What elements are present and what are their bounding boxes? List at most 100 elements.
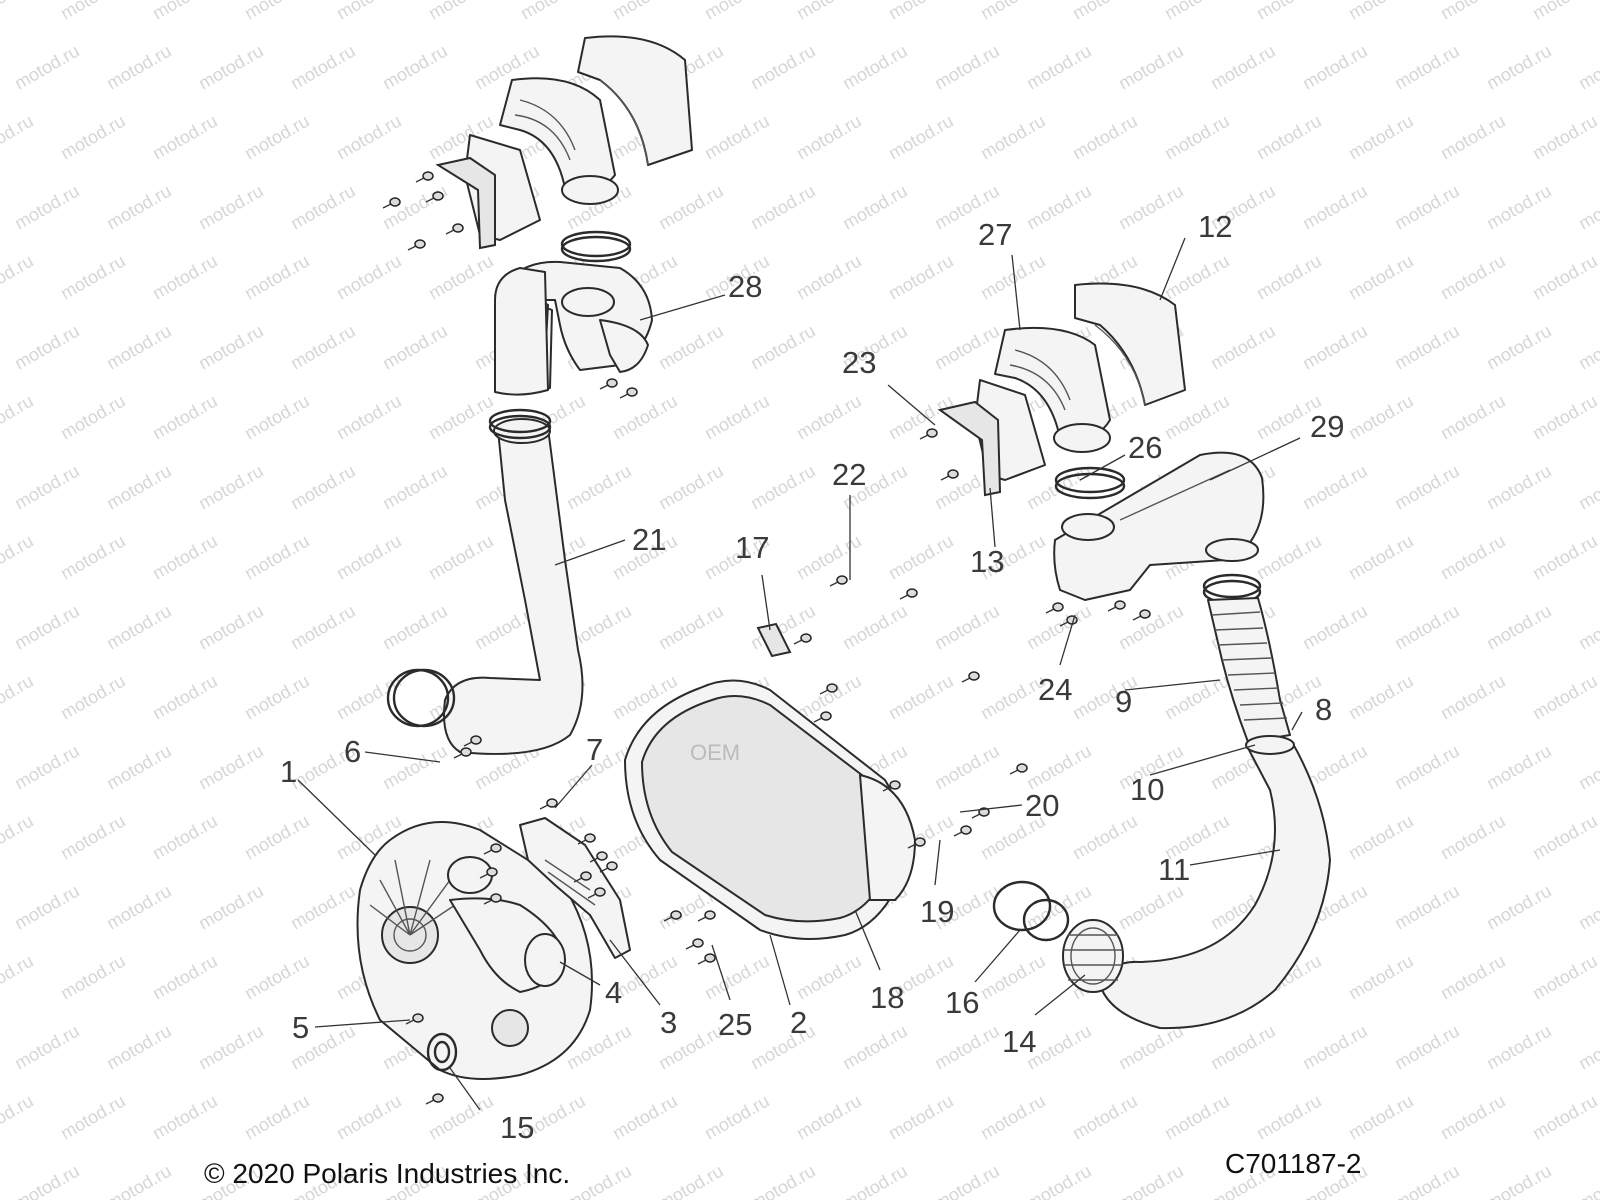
watermark-text: motod.ru [931,601,1003,654]
coupler-14-16 [992,880,1124,993]
watermark-text: motod.ru [793,251,865,304]
bolt-icon [546,798,558,808]
bolt-icon [584,833,596,843]
watermark-text: motod.ru [1529,391,1600,444]
upper-left-duct-assembly [435,35,693,263]
watermark-text: motod.ru [1483,881,1555,934]
watermark-text: motod.ru [195,41,267,94]
bolt-icon [580,871,592,881]
watermark-text: motod.ru [1345,0,1417,23]
bolt-icon [947,469,959,479]
leader-lines [297,237,1303,1111]
svg-text:OEM: OEM [690,740,740,765]
watermark-text: motod.ru [379,601,451,654]
watermark-text: motod.ru [931,1161,1003,1200]
callout-22: 22 [832,457,866,492]
watermark-text: motod.ru [149,111,221,164]
bolt-icon [670,910,682,920]
watermark-text: motod.ru [1345,391,1417,444]
bolt-icon [914,837,926,847]
watermark-text: motod.ru [1115,1161,1187,1200]
intake-tube-21 [386,408,584,755]
watermark-text: motod.ru [1483,1021,1555,1074]
callout-13: 13 [970,544,1004,579]
watermark-text: motod.ru [563,1161,635,1200]
bolt-icon [606,861,618,871]
watermark-text: motod.ru [1437,671,1509,724]
watermark-text: motod.ru [977,951,1049,1004]
watermark-text: motod.ru [655,1161,727,1200]
bolt-shank [697,916,707,922]
watermark-text: motod.ru [1345,951,1417,1004]
watermark-text: motod.ru [1345,671,1417,724]
watermark-text: motod.ru [241,391,313,444]
watermark-text: motod.ru [885,251,957,304]
watermark-text: motod.ru [1161,671,1233,724]
watermark-text: motod.ru [793,0,865,23]
watermark-text: motod.ru [103,1021,175,1074]
watermark-text: motod.ru [103,41,175,94]
watermark-text: motod.ru [1575,881,1600,934]
watermark-text: motod.ru [1345,531,1417,584]
bolt-shank [819,689,829,695]
bolt-shank [382,203,392,209]
watermark-text: motod.ru [977,0,1049,23]
watermark-text: motod.ru [379,741,451,794]
watermark-text: motod.ru [103,601,175,654]
bolt-shank [587,893,597,899]
watermark-text: motod.ru [747,181,819,234]
watermark-text: motod.ru [0,811,37,864]
bolt-shank [899,594,909,600]
callout-1: 1 [280,754,297,789]
watermark-text: motod.ru [839,181,911,234]
watermark-text: motod.ru [793,531,865,584]
bolt-shank [829,581,839,587]
watermark-text: motod.ru [1391,601,1463,654]
watermark-text: motod.ru [747,1021,819,1074]
watermark-text: motod.ru [1483,1161,1555,1200]
bolt-shank [907,843,917,849]
label-17 [756,622,792,658]
watermark-text: motod.ru [1483,461,1555,514]
watermark-text: motod.ru [379,41,451,94]
callout-15: 15 [500,1110,534,1145]
watermark-text: motod.ru [885,0,957,23]
watermark-text: motod.ru [57,0,129,23]
watermark-text: motod.ru [1207,321,1279,374]
watermark-text: motod.ru [1069,0,1141,23]
watermark-text: motod.ru [885,671,957,724]
watermark-text: motod.ru [57,111,129,164]
watermark-text: motod.ru [241,251,313,304]
bolt-shank [479,873,489,879]
fastener-layer [382,171,1151,1105]
watermark-text: motod.ru [1253,1091,1325,1144]
coupler-14 [1062,919,1124,993]
watermark-text: motod.ru [103,181,175,234]
watermark-text: motod.ru [11,601,83,654]
watermark-text: motod.ru [1437,951,1509,1004]
watermark-text: motod.ru [609,391,681,444]
callout-10: 10 [1130,772,1164,807]
clutch-cover-2-18: OEM [624,679,916,940]
watermark-text: motod.ru [1529,531,1600,584]
watermark-text: motod.ru [57,251,129,304]
watermark-text: motod.ru [1391,1021,1463,1074]
seal-15 [426,1032,458,1072]
watermark-text: motod.ru [931,41,1003,94]
watermark-text: motod.ru [609,1091,681,1144]
watermark-text: motod.ru [0,951,37,1004]
callout-26: 26 [1128,430,1162,465]
watermark-text: motod.ru [11,1161,83,1200]
watermark-text: motod.ru [1391,321,1463,374]
watermark-text: motod.ru [1023,181,1095,234]
watermark-text: motod.ru [149,251,221,304]
watermark-text: motod.ru [1529,1091,1600,1144]
bolt-icon [800,633,812,643]
watermark-text: motod.ru [287,321,359,374]
watermark-text: motod.ru [1437,111,1509,164]
watermark-text: motod.ru [563,461,635,514]
bolt-shank [961,677,971,683]
watermark-text: motod.ru [241,1091,313,1144]
watermark-text: motod.ru [1575,181,1600,234]
callout-18: 18 [870,980,904,1015]
